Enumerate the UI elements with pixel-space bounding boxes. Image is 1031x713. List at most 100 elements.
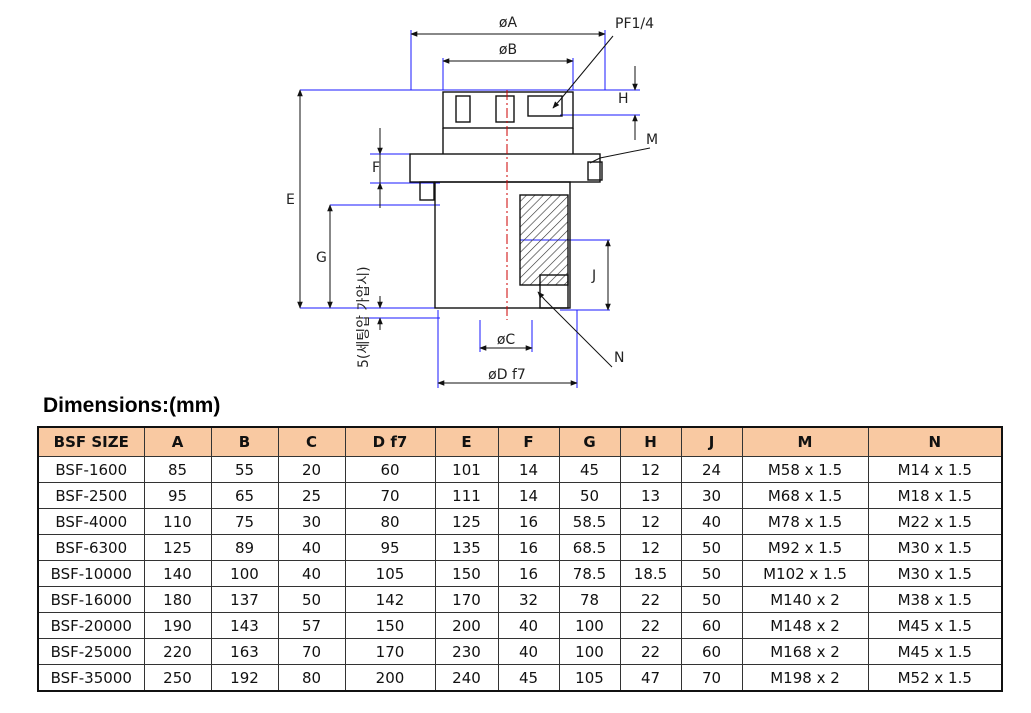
- table-cell: 16: [497, 534, 560, 561]
- table-cell: 58.5: [558, 508, 621, 535]
- table-cell: 142: [344, 586, 436, 613]
- label-f: F: [372, 160, 380, 176]
- table-cell: M68 x 1.5: [741, 482, 869, 509]
- table-cell: 50: [680, 560, 743, 587]
- table-cell: BSF-6300: [37, 534, 145, 561]
- label-phi-b: øB: [499, 42, 517, 58]
- table-cell: 13: [619, 482, 682, 509]
- table-cell: M30 x 1.5: [867, 560, 1003, 587]
- table-cell: 180: [143, 586, 212, 613]
- table-cell: 75: [210, 508, 279, 535]
- header-cell: E: [434, 426, 499, 457]
- dimensions-title: Dimensions:(mm): [43, 394, 221, 417]
- table-cell: 240: [434, 664, 499, 692]
- table-cell: M58 x 1.5: [741, 456, 869, 483]
- label-g: G: [316, 250, 327, 266]
- table-cell: 40: [277, 534, 346, 561]
- table-cell: 22: [619, 612, 682, 639]
- table-cell: 78: [558, 586, 621, 613]
- table-cell: M198 x 2: [741, 664, 869, 692]
- table-cell: BSF-25000: [37, 638, 145, 665]
- table-cell: M18 x 1.5: [867, 482, 1003, 509]
- label-pf: PF1/4: [615, 16, 654, 32]
- table-cell: BSF-20000: [37, 612, 145, 639]
- table-cell: 32: [497, 586, 560, 613]
- table-cell: BSF-1600: [37, 456, 145, 483]
- table-cell: 14: [497, 482, 560, 509]
- table-cell: M14 x 1.5: [867, 456, 1003, 483]
- label-n: N: [614, 350, 624, 366]
- header-cell: BSF SIZE: [37, 426, 145, 457]
- label-e: E: [286, 192, 295, 208]
- header-cell: A: [143, 426, 212, 457]
- table-cell: M92 x 1.5: [741, 534, 869, 561]
- table-cell: 95: [143, 482, 212, 509]
- table-cell: 12: [619, 456, 682, 483]
- table-cell: 100: [558, 638, 621, 665]
- table-cell: 220: [143, 638, 212, 665]
- dimension-lines: [300, 30, 640, 388]
- header-cell: H: [619, 426, 682, 457]
- table-cell: 163: [210, 638, 279, 665]
- table-cell: 143: [210, 612, 279, 639]
- technical-drawing: øA øB PF1/4 H M F E G J N øC øD f7 5(세팅압…: [286, 15, 658, 388]
- table-cell: M168 x 2: [741, 638, 869, 665]
- header-cell: C: [277, 426, 346, 457]
- label-j: J: [591, 268, 596, 284]
- table-cell: 170: [344, 638, 436, 665]
- table-cell: M45 x 1.5: [867, 612, 1003, 639]
- table-cell: 125: [434, 508, 499, 535]
- table-cell: 85: [143, 456, 212, 483]
- header-cell: M: [741, 426, 869, 457]
- table-cell: 65: [210, 482, 279, 509]
- table-cell: 110: [143, 508, 212, 535]
- table-cell: 60: [680, 612, 743, 639]
- label-stroke-note: 5(세팅압 가압시): [356, 266, 372, 368]
- table-cell: 25: [277, 482, 346, 509]
- table-cell: 105: [344, 560, 436, 587]
- table-cell: 50: [680, 534, 743, 561]
- table-cell: 150: [344, 612, 436, 639]
- table-cell: BSF-16000: [37, 586, 145, 613]
- table-cell: 230: [434, 638, 499, 665]
- table-cell: 14: [497, 456, 560, 483]
- table-cell: M38 x 1.5: [867, 586, 1003, 613]
- table-cell: 89: [210, 534, 279, 561]
- table-cell: 22: [619, 586, 682, 613]
- table-cell: 30: [680, 482, 743, 509]
- table-cell: 16: [497, 508, 560, 535]
- table-cell: 47: [619, 664, 682, 692]
- table-cell: 30: [277, 508, 346, 535]
- table-cell: M30 x 1.5: [867, 534, 1003, 561]
- table-cell: 70: [344, 482, 436, 509]
- table-cell: BSF-10000: [37, 560, 145, 587]
- table-cell: 95: [344, 534, 436, 561]
- table-cell: 20: [277, 456, 346, 483]
- header-cell: B: [210, 426, 279, 457]
- table-cell: 80: [277, 664, 346, 692]
- header-cell: G: [558, 426, 621, 457]
- table-cell: 100: [210, 560, 279, 587]
- table-cell: 170: [434, 586, 499, 613]
- header-cell: F: [497, 426, 560, 457]
- table-cell: 250: [143, 664, 212, 692]
- table-cell: 100: [558, 612, 621, 639]
- table-cell: 22: [619, 638, 682, 665]
- table-cell: 105: [558, 664, 621, 692]
- table-cell: 137: [210, 586, 279, 613]
- table-cell: 200: [344, 664, 436, 692]
- table-cell: 50: [680, 586, 743, 613]
- table-cell: 57: [277, 612, 346, 639]
- table-cell: 70: [680, 664, 743, 692]
- table-cell: 200: [434, 612, 499, 639]
- table-cell: BSF-4000: [37, 508, 145, 535]
- table-cell: 40: [497, 638, 560, 665]
- table-cell: 12: [619, 508, 682, 535]
- table-cell: M22 x 1.5: [867, 508, 1003, 535]
- label-h: H: [618, 91, 629, 107]
- table-cell: M52 x 1.5: [867, 664, 1003, 692]
- table-cell: 140: [143, 560, 212, 587]
